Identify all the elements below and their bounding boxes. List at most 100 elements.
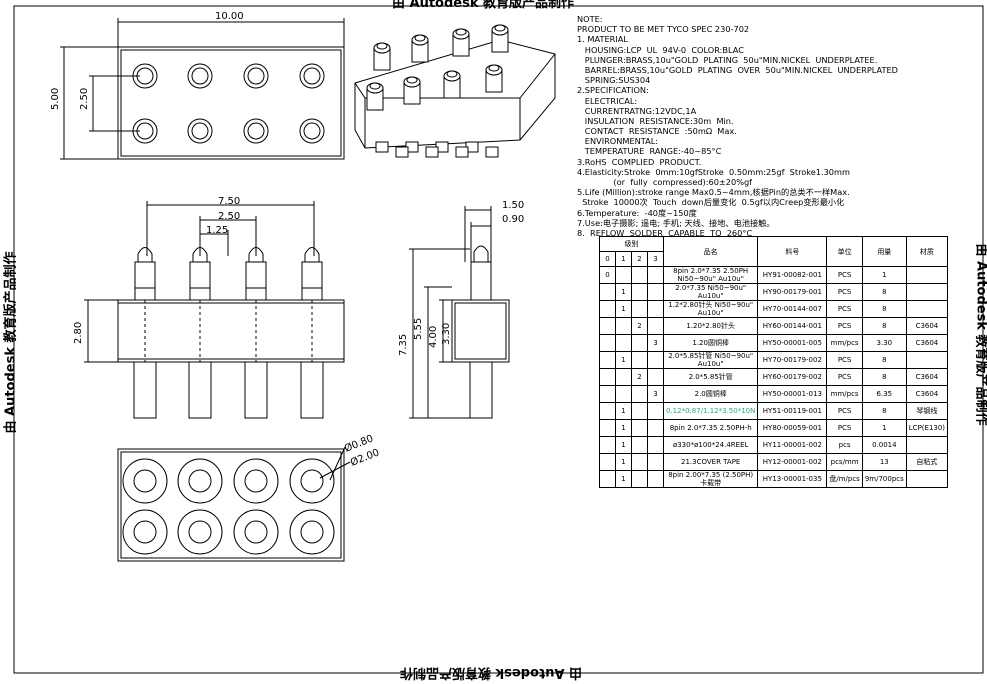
bom-part: HY80-00059-001 [757,419,828,437]
note-line: Stroke 10000次 Touch down后量变化 0.5gf以内Cree… [577,197,845,208]
bom-qty: 8 [861,351,907,369]
top-view [60,18,345,160]
note-line: HOUSING:LCP UL 94V-0 COLOR:BLAC [577,44,744,55]
bom-material: C3604 [905,334,949,352]
note-line: 7.Use:电子摄影; 遥电; 手机; 天线、接地、电池接触。 [577,217,775,228]
bom-level-cell [631,334,648,352]
bom-level-3: 3 [647,251,664,267]
bottom-hole-outer [289,458,335,504]
bom-part: HY12-00001-002 [757,453,828,471]
bom-level-cell [631,453,648,471]
bom-level-cell [599,283,616,301]
note-line: 1. MATERIAL [577,34,628,45]
bom-name: 1.20圆铜棒 [662,334,759,352]
bom-material [905,300,949,318]
bottom-hole-inner [244,469,268,493]
note-line: 4.Elasticity:Stroke 0mm:10gfStroke 0.50m… [577,166,850,177]
bom-name: 2.0*5.85针管 Ni50~90u" Au10u" [662,351,759,369]
bom-level-cell [647,351,664,369]
iso-pin-tip [376,42,388,50]
bom-unit: 盘/m/pcs [826,470,863,488]
bom-level-cell [631,266,648,284]
bom-level-cell [599,419,616,437]
bottom-hole-outer [177,509,223,555]
bom-part: HY70-00179-002 [757,351,828,369]
iso-pin-tail [455,146,469,158]
bom-level-cell [631,351,648,369]
bom-level-cell [599,351,616,369]
dim-front-span: 7.50 [218,196,240,207]
iso-pin-tail [425,146,439,158]
bom-unit: mm/pcs [826,385,863,403]
bottom-hole-inner [133,520,157,544]
bom-level-cell [599,317,616,335]
bom-name: 0.12*0.87/1.12*3.50*10N [662,402,759,420]
bom-level-cell: 1 [615,402,632,420]
bom-material: C3604 [905,317,949,335]
note-line: INSULATION RESISTANCE:30m Min. [577,115,734,126]
bom-name: 2.0*7.35 Ni50~90u" Au10u" [662,283,759,301]
bom-level-cell [615,317,632,335]
bom-level-cell [599,402,616,420]
dim-5-55: 5.55 [413,318,424,340]
bom-level-cell: 1 [615,419,632,437]
bom-name: ø330*ø100*24.4REEL [662,436,759,454]
note-line: 6.Temperature: -40度~150度 [577,207,697,218]
note-line: CONTACT RESISTANCE :50mΩ Max. [577,126,737,137]
bottom-hole-inner [300,469,324,493]
bom-part: HY70-00144-007 [757,300,828,318]
bom-name: 1.20*2.80针头 [662,317,759,335]
dim-top-pitch: 2.50 [79,88,90,110]
bom-qty: 3.30 [861,334,907,352]
note-line: BARREL:BRASS,10u"GOLD PLATING OVER 50u"M… [577,64,898,75]
dim-4-00: 4.00 [428,326,439,348]
top-hole-outer [299,63,325,89]
bom-level-cell [599,334,616,352]
bom-level-cell: 1 [615,351,632,369]
note-line: PRODUCT TO BE MET TYCO SPEC 230-702 [577,24,750,35]
bom-level-cell [599,453,616,471]
bom-unit: PCS [826,351,863,369]
note-line: ENVIRONMENTAL: [577,136,659,147]
bom-row: 1 2.0*5.85针管 Ni50~90u" Au10u"HY70-00179-0… [599,351,949,369]
bom-qty: 13 [861,453,907,471]
front-pin-tail [300,361,324,419]
note-line: 2.SPECIFICATION: [577,85,649,96]
bom-qty: 9m/700pcs [861,470,907,488]
note-line: PLUNGER:BRASS,10u"GOLD PLATING 50u"MIN.N… [577,54,878,65]
bom-unit: PCS [826,283,863,301]
bottom-hole-inner [133,469,157,493]
top-hole-inner [191,122,209,140]
bom-level-cell [631,470,648,488]
dim-front-half: 1.25 [206,225,228,236]
bom-part: HY50-00001-005 [757,334,828,352]
notes-block: NOTE:PRODUCT TO BE MET TYCO SPEC 230-702… [577,14,898,238]
front-pin-barrel [189,261,211,301]
bom-level-cell [615,368,632,386]
bom-unit: PCS [826,419,863,437]
bottom-view [117,446,351,562]
bom-material: 琴钢线 [905,402,949,420]
bom-unit: PCS [826,300,863,318]
bom-material [905,351,949,369]
bom-level-cell [647,317,664,335]
bom-part: HY91-00082-001 [757,266,828,284]
bom-level-cell [647,283,664,301]
dim-side-head: 1.50 [502,200,524,211]
bom-material [905,436,949,454]
iso-pin-tip [488,64,500,72]
bom-name: 8pin 2.00*7.35 (2.50PH)卡载带 [662,470,759,488]
bottom-hole-inner [188,520,212,544]
bom-level-cell [647,470,664,488]
bom-level-cell: 1 [615,300,632,318]
bom-name: 8pin 2.0*7.35 2.50PH Ni50~90u" Au10u" [662,266,759,284]
bom-qty: 8 [861,283,907,301]
top-hole-inner [191,67,209,85]
bom-header-name: 品名 [662,236,759,267]
bom-level-cell [631,283,648,301]
